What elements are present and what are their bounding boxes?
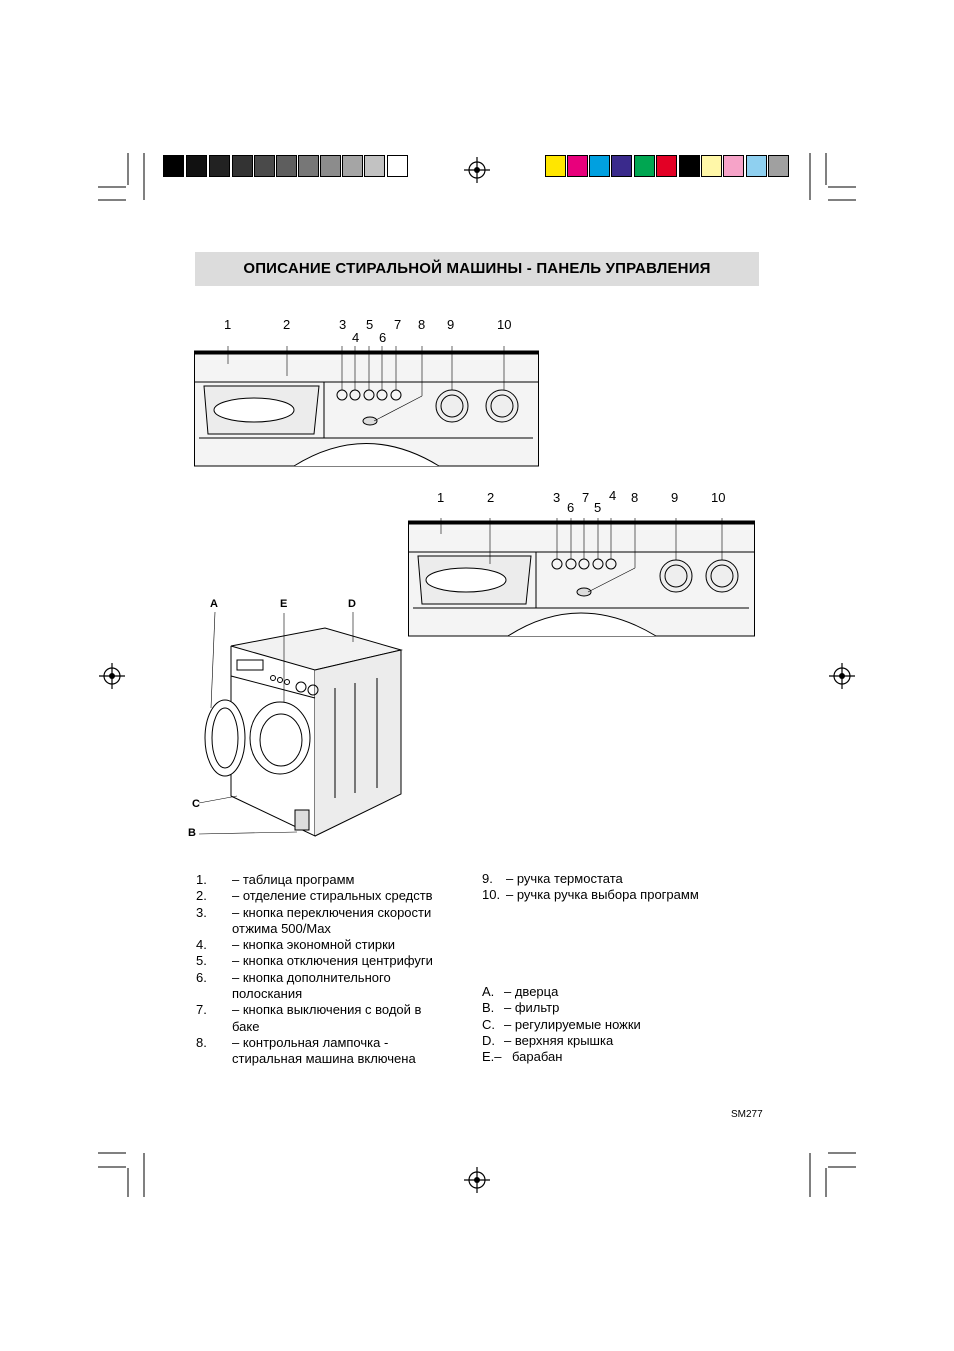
callout-1: 1: [224, 317, 232, 332]
color-swatch: [611, 155, 632, 177]
callout-7: 7: [582, 490, 590, 505]
legend-item: 5.– кнопка отключения центрифуги: [196, 953, 433, 969]
callout-6: 6: [379, 330, 387, 345]
callout-E: E: [280, 598, 288, 610]
callout-3: 3: [553, 490, 561, 505]
gray-swatch: [254, 155, 275, 177]
gray-swatch: [209, 155, 230, 177]
callout-A: A: [210, 598, 218, 610]
legend-item: E.–барабан: [482, 1049, 563, 1065]
callout-D: D: [348, 598, 356, 610]
gray-swatch: [320, 155, 341, 177]
callout-4: 4: [352, 330, 360, 345]
legend-item: 7.– кнопка выключения с водой в: [196, 1002, 422, 1018]
legend-item: 2.– отделение стиральных средств: [196, 888, 433, 904]
callout-10: 10: [711, 490, 726, 505]
legend-item: 1.– таблица программ: [196, 872, 355, 887]
color-swatch: [589, 155, 610, 177]
control-panel-bottom-illustration: [408, 518, 755, 637]
callout-C: C: [192, 798, 200, 810]
gray-swatch: [342, 155, 363, 177]
legend-item: 10.– ручка ручка выбора программ: [482, 887, 699, 903]
color-swatch: [723, 155, 744, 177]
color-swatch: [545, 155, 566, 177]
legend-item-cont: полоскания: [232, 986, 303, 1002]
legend-item: 4.– кнопка экономной стирки: [196, 937, 396, 953]
color-swatch: [701, 155, 722, 177]
color-swatch: [746, 155, 767, 177]
control-panel-top-illustration: [194, 346, 539, 467]
callout-1: 1: [437, 490, 445, 505]
callout-5: 5: [594, 500, 602, 515]
legend-item: B.– фильтр: [482, 1000, 560, 1016]
legend-item: D.– верхняя крышка: [482, 1032, 614, 1048]
washing-machine-illustration: [198, 611, 403, 837]
legend-item: A.– дверца: [482, 984, 559, 999]
callout-6: 6: [567, 500, 575, 515]
color-swatch: [656, 155, 677, 177]
callout-5: 5: [366, 317, 374, 332]
color-swatch: [679, 155, 700, 177]
callout-2: 2: [487, 490, 495, 505]
callout-B: B: [188, 827, 196, 839]
callout-10: 10: [497, 317, 512, 332]
legend-item: C.– регулируемые ножки: [482, 1016, 641, 1032]
callout-8: 8: [631, 490, 639, 505]
color-swatch: [768, 155, 789, 177]
callout-9: 9: [671, 490, 679, 505]
gray-swatch: [163, 155, 184, 177]
color-swatch: [634, 155, 655, 177]
legend-item-cont: баке: [232, 1018, 260, 1034]
gray-swatch: [364, 155, 385, 177]
gray-swatch: [232, 155, 253, 177]
page-title: ОПИСАНИЕ СТИРАЛЬНОЙ МАШИНЫ - ПАНЕЛЬ УПРА…: [243, 260, 711, 277]
callout-8: 8: [418, 317, 426, 332]
legend-numbers-right: 9.– ручка термостата 10.– ручка ручка вы…: [482, 871, 752, 904]
color-swatch: [567, 155, 588, 177]
gray-swatch: [387, 155, 408, 177]
gray-swatch: [276, 155, 297, 177]
gray-swatch: [298, 155, 319, 177]
callout-4: 4: [609, 488, 617, 503]
legend-item-cont: стиральная машина включена: [232, 1051, 416, 1067]
document-code: SM277: [731, 1109, 763, 1120]
legend-item: 3.– кнопка переключения скорости: [196, 904, 432, 920]
legend-item: 9.– ручка термостата: [482, 871, 623, 886]
gray-swatch: [186, 155, 207, 177]
callout-3: 3: [339, 317, 347, 332]
legend-item: 6.– кнопка дополнительного: [196, 969, 391, 985]
legend-item-cont: отжима 500/Max: [232, 920, 331, 936]
callout-7: 7: [394, 317, 402, 332]
title-band: ОПИСАНИЕ СТИРАЛЬНОЙ МАШИНЫ - ПАНЕЛЬ УПРА…: [195, 252, 759, 286]
legend-item: 8.– контрольная лампочка -: [196, 1034, 389, 1050]
legend-numbers: 1.– таблица программ 2.– отделение стира…: [196, 872, 466, 1068]
callout-2: 2: [283, 317, 291, 332]
legend-letters: A.– дверца B.– фильтр C.– регулируемые н…: [482, 984, 752, 1065]
callout-9: 9: [447, 317, 455, 332]
